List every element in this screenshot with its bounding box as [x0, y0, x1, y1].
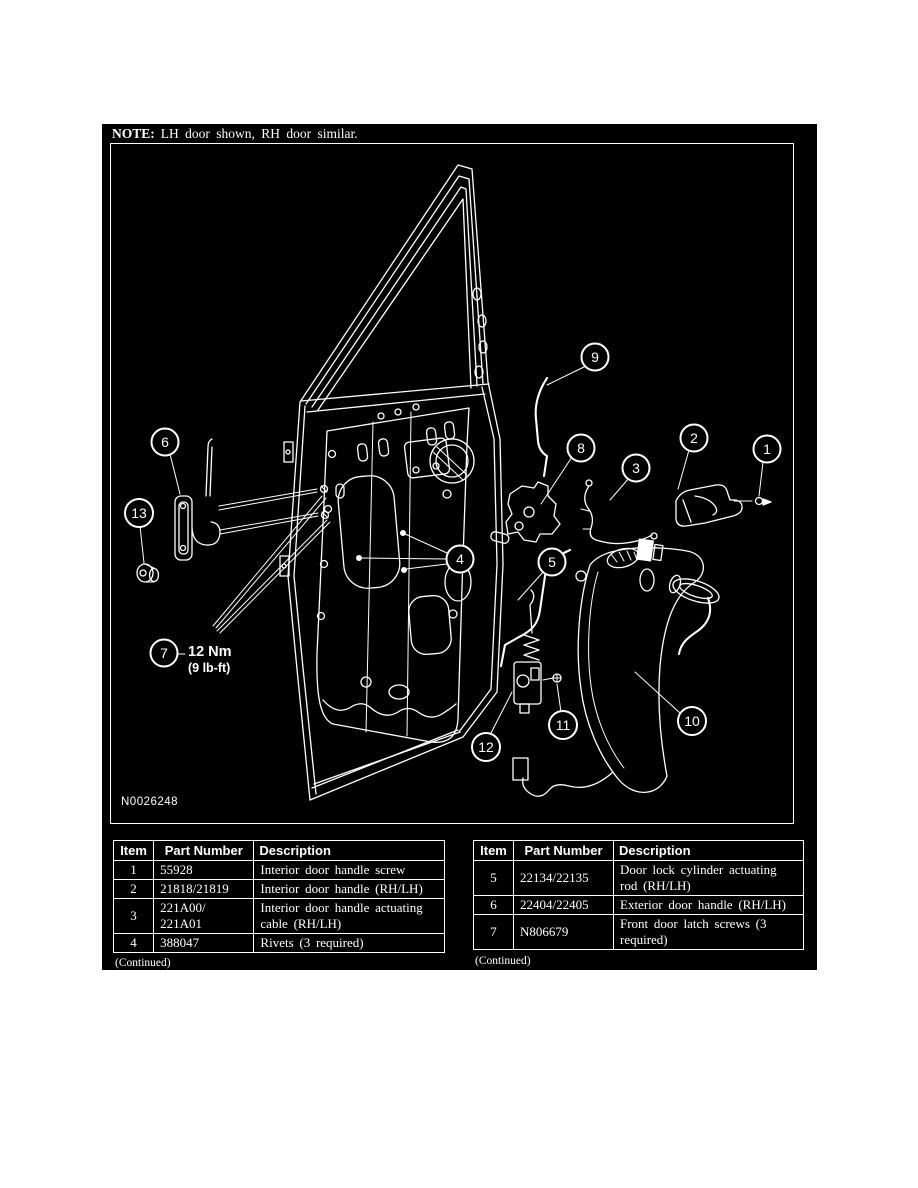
callout-2: 2: [679, 423, 709, 453]
col-header-part: Part Number: [153, 840, 255, 861]
callout-8: 8: [566, 433, 596, 463]
table-cell-desc: Interior door handle screw: [253, 860, 445, 880]
continued-label-left: (Continued): [115, 957, 171, 969]
table-cell-item: 3: [113, 898, 155, 934]
lock-actuator-part: [513, 589, 542, 714]
svg-text:2: 2: [690, 430, 698, 446]
col-header-desc: Description: [253, 840, 445, 861]
content-panel: NOTE: LH door shown, RH door similar.: [102, 124, 817, 970]
table-cell-part: 21818/21819: [153, 879, 255, 899]
note-label: NOTE:: [112, 126, 155, 141]
latch-screws: [212, 484, 331, 634]
callout-11: 11: [548, 710, 578, 740]
table-cell-item: 2: [113, 879, 155, 899]
col-header-desc: Description: [613, 840, 804, 861]
svg-text:9: 9: [591, 349, 599, 365]
svg-text:5: 5: [548, 554, 556, 570]
callout-6: 6: [150, 427, 180, 457]
latch-rod-part: [534, 376, 549, 478]
note-text: LH door shown, RH door similar.: [160, 126, 358, 141]
figure-id: N0026248: [121, 796, 179, 808]
table-cell-part: 221A00/ 221A01: [153, 898, 255, 934]
continued-label-right: (Continued): [475, 955, 531, 967]
col-header-part: Part Number: [513, 840, 614, 861]
torque-value: 12 Nm: [188, 644, 232, 660]
svg-text:8: 8: [577, 440, 585, 456]
svg-text:1: 1: [763, 441, 771, 457]
table-cell-part: N806679: [513, 914, 614, 950]
callout-12: 12: [471, 732, 501, 762]
table-cell-part: 22404/22405: [513, 895, 614, 915]
exploded-view-diagram: 1 2 3 4 5 6 7 8 9 10: [110, 143, 794, 824]
table-cell-desc: Front door latch screws (3 required): [613, 914, 804, 950]
clip-part: [136, 563, 160, 583]
table-cell-item: 4: [113, 933, 155, 953]
actuating-cable-part: [580, 479, 658, 545]
callout-4: 4: [445, 544, 475, 574]
table-cell-desc: Rivets (3 required): [253, 933, 445, 953]
svg-text:12: 12: [478, 739, 494, 755]
svg-text:10: 10: [684, 713, 700, 729]
door-latch-part: [490, 481, 561, 544]
table-cell-item: 5: [473, 860, 514, 896]
svg-text:11: 11: [556, 717, 571, 733]
callout-9: 9: [580, 342, 610, 372]
note-bar: NOTE: LH door shown, RH door similar.: [102, 124, 817, 145]
callout-13: 13: [124, 498, 154, 528]
callout-1: 1: [752, 434, 782, 464]
table-cell-desc: Exterior door handle (RH/LH): [613, 895, 804, 915]
svg-text:4: 4: [456, 551, 464, 567]
table-cell-part: 388047: [153, 933, 255, 953]
table-cell-part: 22134/22135: [513, 860, 614, 896]
col-header-item: Item: [473, 840, 514, 861]
callout-3: 3: [621, 453, 651, 483]
table-cell-part: 55928: [153, 860, 255, 880]
table-cell-item: 6: [473, 895, 514, 915]
door-diagram-svg: 1 2 3 4 5 6 7 8 9 10: [124, 164, 782, 801]
door-inner-panel: [316, 403, 475, 743]
table-cell-desc: Interior door handle (RH/LH): [253, 879, 445, 899]
door-outline: [279, 164, 504, 801]
wiring-harness-part: [512, 538, 720, 797]
svg-text:6: 6: [161, 434, 169, 450]
col-header-item: Item: [113, 840, 155, 861]
exterior-handle-part: [174, 438, 221, 561]
svg-text:13: 13: [131, 505, 147, 521]
table-cell-desc: Interior door handle actuating cable (RH…: [253, 898, 445, 934]
callout-10: 10: [677, 706, 707, 736]
interior-handle-part: [675, 484, 743, 527]
table-cell-item: 1: [113, 860, 155, 880]
handle-screw-part: [733, 496, 772, 506]
actuator-screw-part: [542, 673, 562, 683]
torque-alt: (9 lb-ft): [188, 661, 230, 675]
callout-7: 7: [149, 638, 179, 668]
rivets: [356, 530, 407, 573]
table-cell-desc: Door lock cylinder actuating rod (RH/LH): [613, 860, 804, 896]
svg-text:3: 3: [632, 460, 640, 476]
leader-lines: [139, 365, 764, 736]
table-cell-item: 7: [473, 914, 514, 950]
svg-text:7: 7: [160, 645, 168, 661]
callout-5: 5: [537, 547, 567, 577]
